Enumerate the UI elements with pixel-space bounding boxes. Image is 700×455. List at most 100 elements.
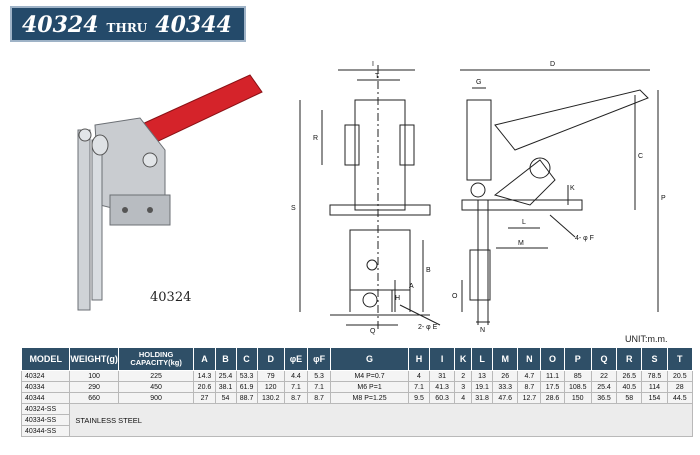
column-header: R (616, 347, 643, 371)
dim-label-t: T (375, 73, 380, 80)
table-cell: 11.1 (540, 370, 565, 382)
column-header: O (540, 347, 565, 371)
table-cell: 19.1 (471, 381, 494, 393)
column-header: T (666, 347, 694, 371)
table-cell: 12.7 (517, 392, 542, 404)
column-header: K (454, 347, 473, 371)
table-cell: 41.3 (428, 381, 456, 393)
table-cell: 31 (428, 370, 456, 382)
dim-label-e: 2- φ E (418, 324, 438, 331)
table-cell: 290 (69, 381, 119, 393)
model-from: 40324 (22, 12, 99, 38)
column-header: I (428, 347, 456, 371)
table-cell: 22 (590, 370, 618, 382)
table-cell: 8.7 (283, 392, 309, 404)
table-cell: 9.5 (407, 392, 431, 404)
table-cell: 450 (117, 381, 195, 393)
table-cell: 4.4 (283, 370, 309, 382)
table-cell: 108.5 (563, 381, 592, 393)
column-header: M (492, 347, 519, 371)
column-header: D (256, 347, 285, 371)
column-header: L (471, 347, 494, 371)
table-cell: 27 (193, 392, 216, 404)
table-cell: 8.7 (517, 381, 542, 393)
column-header: N (517, 347, 542, 371)
dim-label-o: O (452, 293, 458, 300)
dim-label-q: Q (370, 328, 376, 335)
column-header: P (563, 347, 592, 371)
table-cell: 36.5 (590, 392, 618, 404)
model-cell: 40344-SS (20, 425, 71, 437)
dim-label-b: B (426, 267, 431, 274)
table-cell: 26 (492, 370, 519, 382)
column-header: S (641, 347, 668, 371)
table-cell: 5.3 (307, 370, 332, 382)
table-cell: 25.4 (590, 381, 618, 393)
photo-caption: 40324 (150, 290, 192, 305)
table-cell: 100 (69, 370, 119, 382)
model-to: 40344 (155, 12, 232, 38)
dim-label-d: D (550, 61, 555, 68)
table-cell: M8 P=1.25 (330, 392, 409, 404)
model-cell: 40344 (20, 392, 71, 404)
dim-label-a: A (409, 283, 414, 290)
dim-label-c: C (638, 153, 643, 160)
unit-label: UNIT:m.m. (625, 334, 668, 344)
table-cell: 88.7 (235, 392, 258, 404)
table-cell: 130.2 (256, 392, 285, 404)
column-header: A (193, 347, 216, 371)
table-cell: 28 (666, 381, 694, 393)
product-photo (77, 74, 263, 311)
dim-label-k: K (570, 185, 575, 192)
table-cell: 44.5 (666, 392, 694, 404)
table-cell: 31.8 (471, 392, 494, 404)
table-cell: 4.7 (517, 370, 542, 382)
table-cell: 7.1 (307, 381, 332, 393)
table-cell: 14.3 (193, 370, 216, 382)
dim-label-p: P (661, 195, 666, 202)
model-cell: 40334 (20, 381, 71, 393)
table-cell: 33.3 (492, 381, 519, 393)
table-cell: 150 (563, 392, 592, 404)
table-cell: 25.4 (214, 370, 237, 382)
title-banner: 40324 THRU 40344 (10, 6, 246, 42)
dim-label-f: 4- φ F (575, 235, 594, 242)
table-cell: 4 (407, 370, 431, 382)
table-cell: 2 (454, 370, 473, 382)
table-cell: 26.5 (616, 370, 643, 382)
side-view (460, 69, 659, 325)
table-cell: 20.6 (193, 381, 216, 393)
table-cell: 54 (214, 392, 237, 404)
table-cell: 4 (454, 392, 473, 404)
model-cell: 40324-SS (20, 403, 71, 415)
dimension-labels: I T R S H A B Q 2- φ E D G C P K L M 4- … (291, 61, 666, 335)
table-cell: 38.1 (214, 381, 237, 393)
thru-label: THRU (106, 21, 148, 35)
table-cell: M4 P=0.7 (330, 370, 409, 382)
table-cell: 7.1 (407, 381, 431, 393)
table-cell: 78.5 (641, 370, 668, 382)
table-cell: 40.5 (616, 381, 643, 393)
table-cell: 61.9 (235, 381, 258, 393)
model-cell: 40324 (20, 370, 71, 382)
table-cell: 8.7 (307, 392, 332, 404)
table-cell: 900 (117, 392, 195, 404)
column-header: B (214, 347, 237, 371)
dim-label-m: M (518, 240, 524, 247)
table-cell: 114 (641, 381, 668, 393)
table-cell: 47.6 (492, 392, 519, 404)
table-cell: 120 (256, 381, 285, 393)
table-cell: 3 (454, 381, 473, 393)
table-cell: 53.3 (235, 370, 258, 382)
table-cell: 85 (563, 370, 592, 382)
table-cell: 28.6 (540, 392, 565, 404)
column-header: Q (590, 347, 618, 371)
column-header: WEIGHT(g) (69, 347, 119, 371)
dim-label-r: R (313, 135, 318, 142)
dim-label-h: H (395, 295, 400, 302)
dim-label-s: S (291, 205, 296, 212)
